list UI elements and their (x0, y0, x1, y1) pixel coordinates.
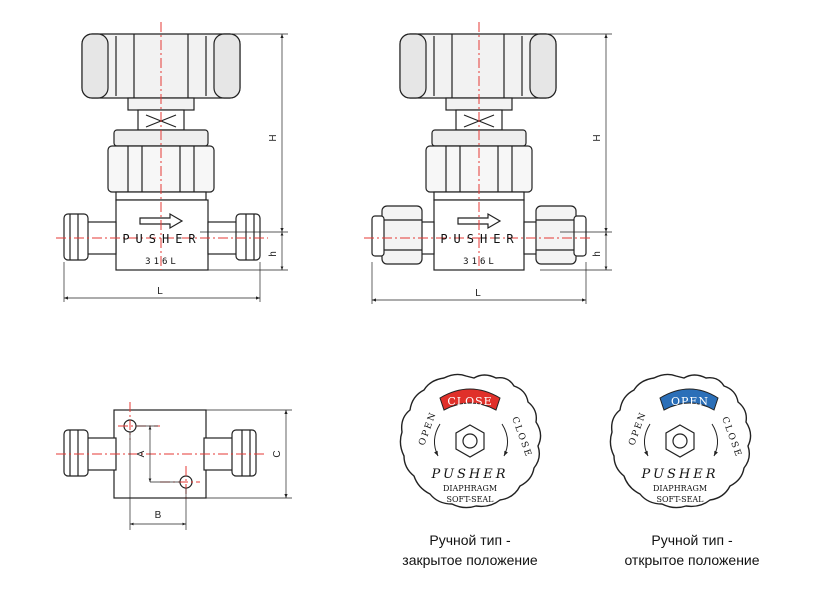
dim-label-H-2: H (592, 134, 603, 141)
caption-closed: Ручной тип - закрытое положение (350, 530, 590, 570)
dimensions-right (371, 33, 612, 304)
dim-label-h-2: h (592, 251, 603, 257)
dim-label-L-2: L (475, 288, 481, 299)
dimensions-left (63, 33, 288, 302)
centerlines-right (364, 22, 592, 270)
knob-top-open: OPEN OPEN CLOSE PUSHER DIAPHRAGM SOFT-SE… (609, 373, 752, 509)
knob-line1-open: DIAPHRAGM (653, 484, 707, 493)
valve-front-view-left (63, 33, 261, 271)
knob-brand-open: PUSHER (641, 467, 719, 482)
close-badge-label: CLOSE (447, 395, 492, 408)
body-brand-mark: PUSHER (122, 232, 201, 246)
body-brand-mark-2: PUSHER (440, 232, 519, 246)
body-material-mark-2: 316L (463, 257, 497, 267)
knob-line2-closed: SOFT-SEAL (446, 495, 494, 504)
dim-label-B: B (155, 510, 162, 521)
centerlines-left (56, 22, 268, 270)
knob-top-closed: CLOSE OPEN CLOSE PUSHER DIAPHRAGM SOFT-S… (399, 373, 542, 509)
caption-open-line2: открытое положение (624, 552, 760, 568)
caption-open-line1: Ручной тип - (651, 532, 733, 548)
knob-line2-open: SOFT-SEAL (656, 495, 704, 504)
knob-line1-closed: DIAPHRAGM (443, 484, 497, 493)
knob-brand-closed: PUSHER (431, 467, 509, 482)
caption-closed-line1: Ручной тип - (429, 532, 511, 548)
body-material-mark: 316L (145, 257, 179, 267)
dim-label-A: A (136, 450, 147, 457)
dim-label-h: h (268, 251, 279, 257)
caption-open: Ручной тип - открытое положение (572, 530, 812, 570)
dim-label-H: H (268, 134, 279, 141)
dim-label-L: L (157, 286, 163, 297)
dimensions-bottom (129, 409, 292, 530)
dim-label-C: C (272, 450, 283, 457)
caption-closed-line2: закрытое положение (402, 552, 538, 568)
open-badge-label: OPEN (671, 395, 709, 408)
